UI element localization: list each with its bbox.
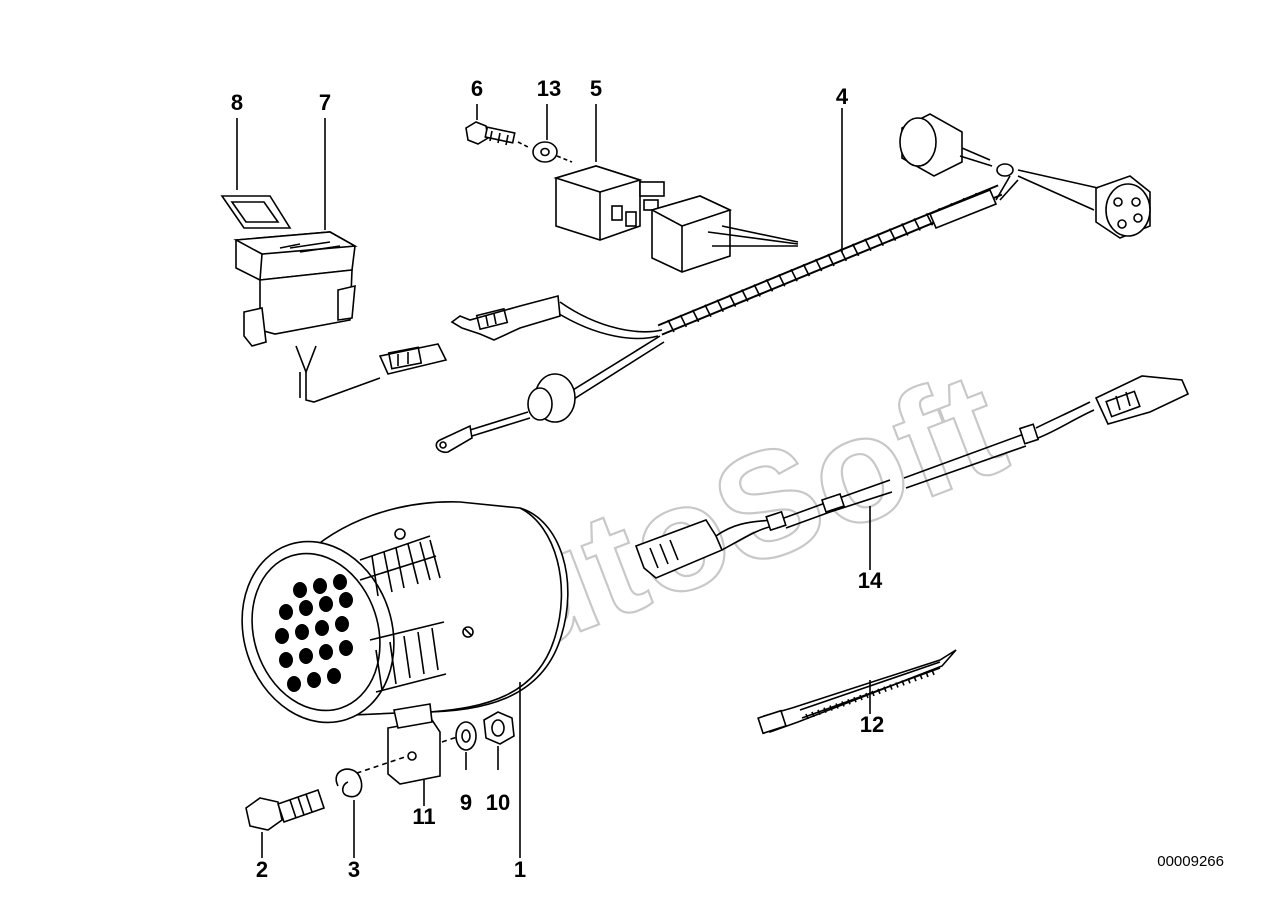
reference-number: 00009266 [1157,853,1224,870]
callout-14: 14 [858,568,883,593]
part-5-relays [553,165,799,273]
callout-2: 2 [256,857,268,882]
part-2-bolt [245,788,326,831]
callout-6: 6 [471,76,483,101]
callout-10: 10 [486,790,510,815]
part-1-siren [241,501,569,785]
callout-8: 8 [231,90,243,115]
part-13-washer [532,141,573,163]
callout-11: 11 [412,804,435,829]
part-7-switch [233,231,448,403]
part-8-tag [220,195,292,229]
part-9-washer [455,721,477,751]
part-10-nut [483,711,515,745]
part-14-lead [634,375,1190,579]
callout-7: 7 [319,90,331,115]
part-4-harness [435,113,1151,454]
part-3-lock-washer [335,768,363,798]
callout-1: 1 [514,857,526,882]
callout-13: 13 [537,76,561,101]
part-6-screw [465,121,531,149]
callout-4: 4 [836,84,849,109]
part-12-cable-tie [757,649,957,735]
callout-5: 5 [590,76,602,101]
callout-9: 9 [460,790,472,815]
callout-3: 3 [348,857,360,882]
leader-lines [236,104,871,858]
callout-12: 12 [860,712,884,737]
